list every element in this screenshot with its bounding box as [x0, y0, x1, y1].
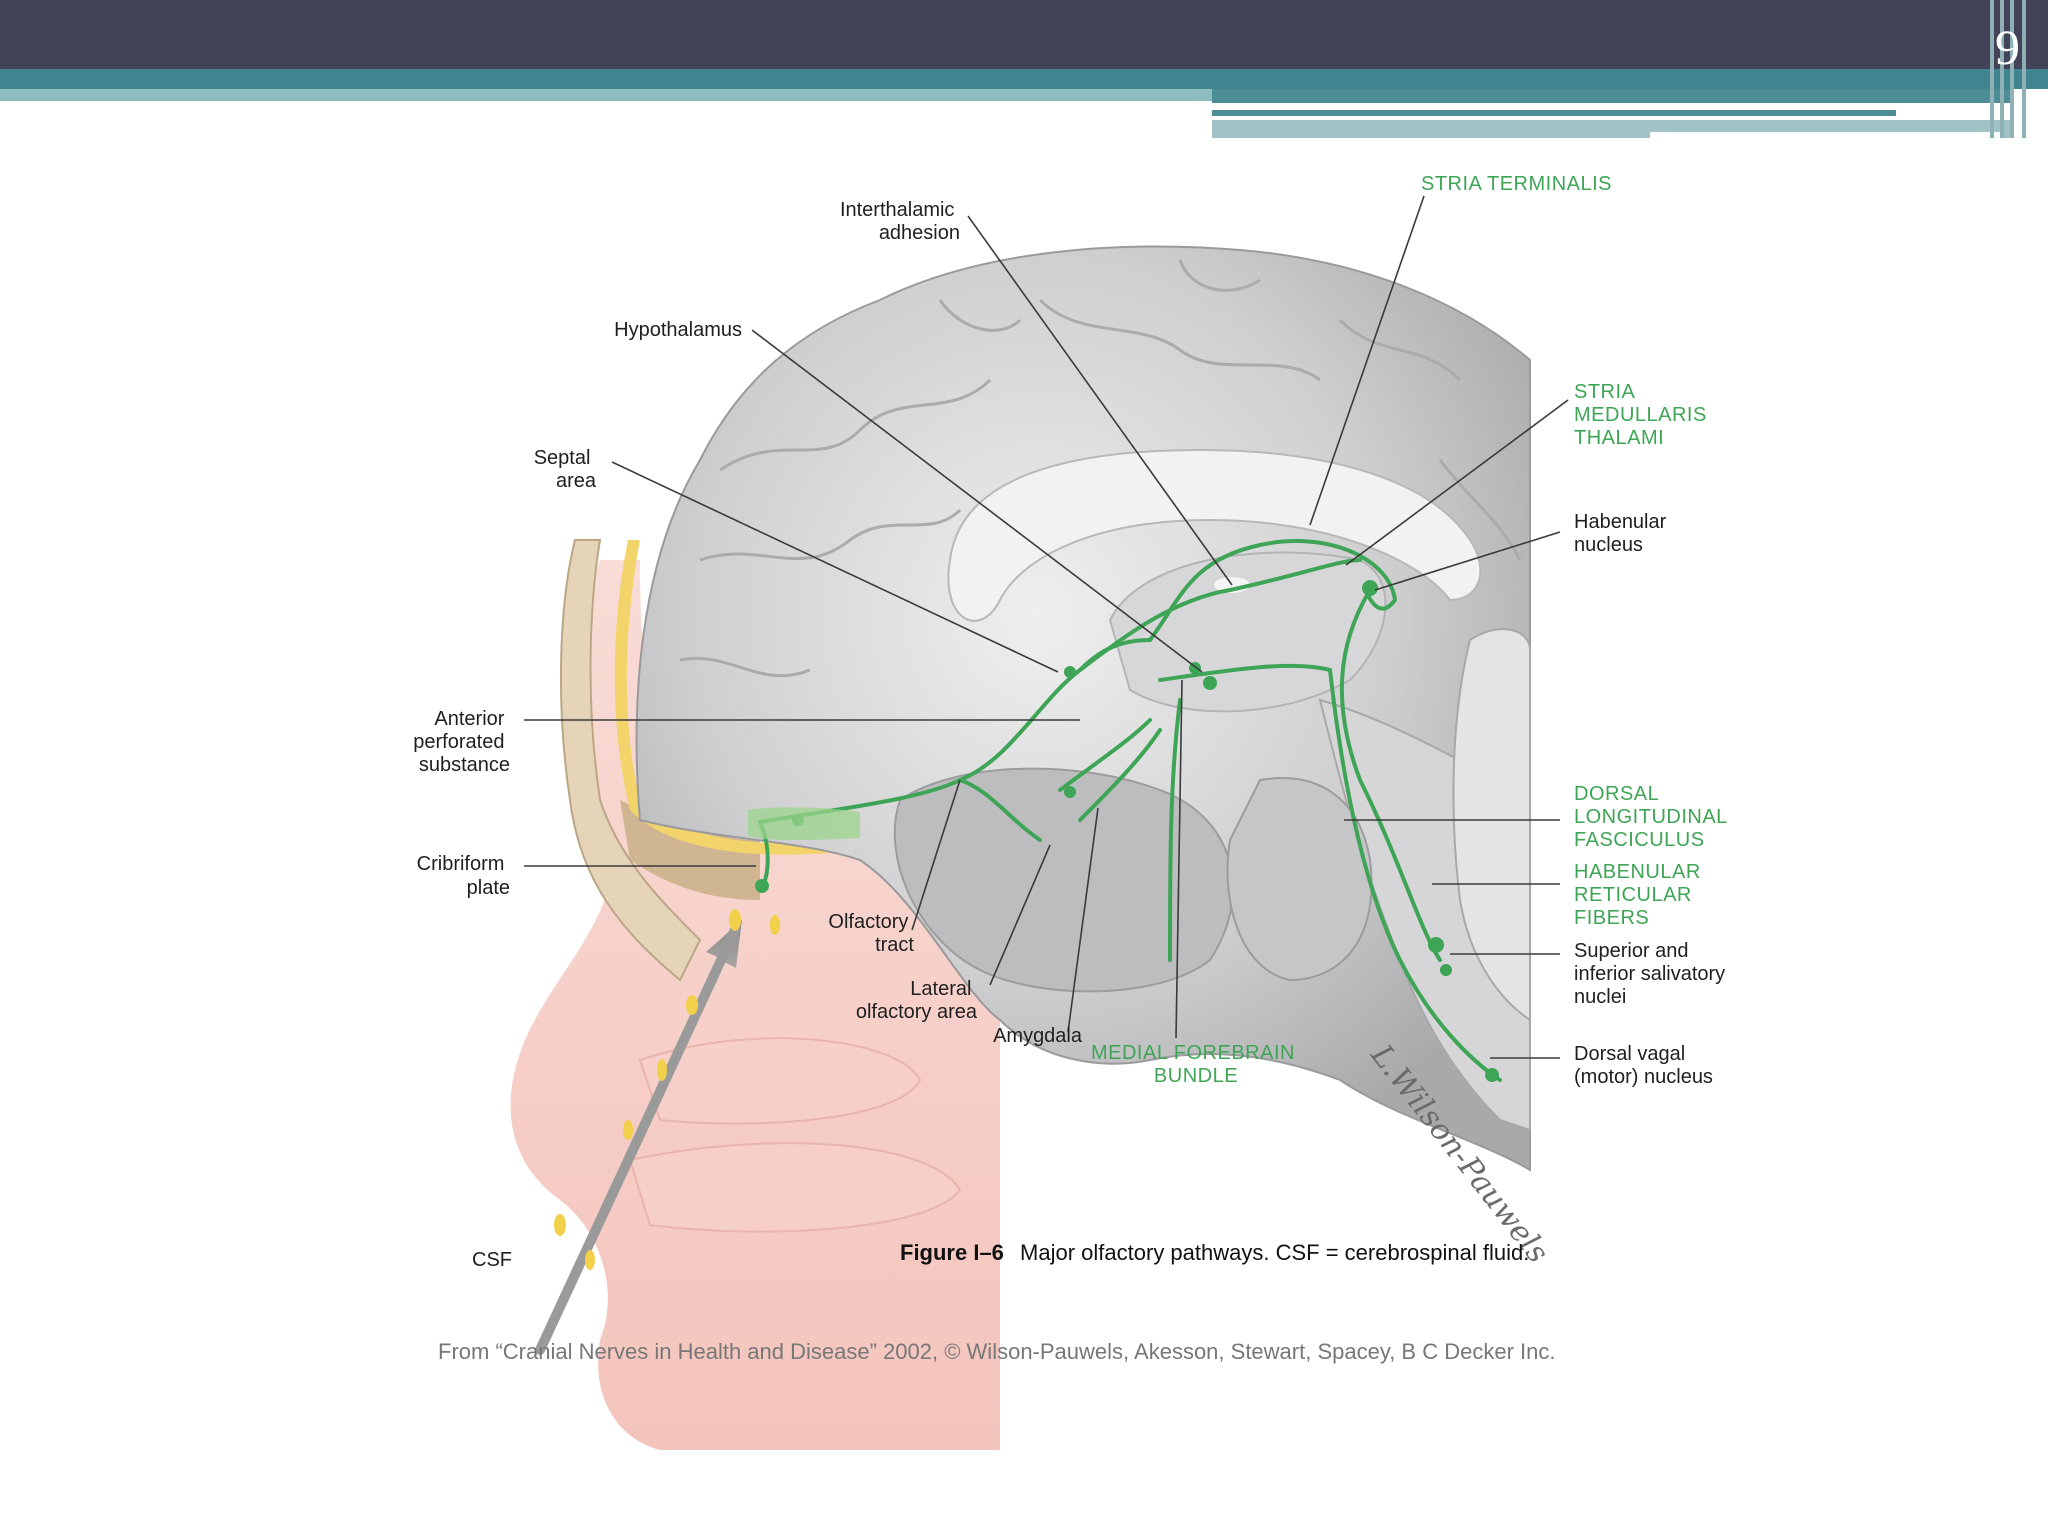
header-teal-band — [0, 69, 2048, 89]
label-lateral-olfactory-area: Lateral olfactory area — [856, 978, 978, 1023]
header-light-band — [0, 89, 1212, 101]
label-medial-forebrain-bundle: MEDIAL FOREBRAIN BUNDLE — [1091, 1042, 1301, 1087]
header-white-notch — [1650, 132, 2000, 139]
leader-lines — [524, 195, 1569, 1059]
temporal-lobe — [893, 767, 1234, 993]
label-cribriform-plate: Cribriform plate — [417, 853, 510, 899]
header-stripe — [2000, 0, 2004, 138]
pathway-nodes — [755, 580, 1499, 1082]
label-hypothalamus: Hypothalamus — [614, 319, 742, 341]
label-dorsal-longitudinal-fasciculus: DORSAL LONGITUDINAL FASCICULUS — [1574, 783, 1733, 851]
figure-credit: From “Cranial Nerves in Health and Disea… — [438, 1339, 1555, 1364]
label-habenular-nucleus: Habenular nucleus — [1574, 511, 1672, 556]
header-stripe — [2010, 0, 2014, 138]
label-anterior-perforated-substance: Anterior perforated substance — [413, 708, 510, 776]
header-stripe — [1990, 0, 1994, 138]
label-csf: CSF — [472, 1249, 512, 1271]
header-accent-band — [1212, 89, 2012, 103]
label-septal-area: Septal area — [534, 447, 597, 492]
label-interthalamic-adhesion: Interthalamic adhesion — [840, 199, 960, 244]
label-stria-terminalis: STRIA TERMINALIS — [1421, 173, 1612, 195]
frontal-bone — [559, 539, 702, 982]
figure-caption: Figure I–6 Major olfactory pathways. CSF… — [900, 1240, 1529, 1265]
header-accent-line — [1212, 110, 1896, 116]
nasal-turbinate — [638, 1037, 922, 1125]
corpus-callosum — [947, 448, 1482, 622]
label-olfactory-tract: Olfactory tract — [828, 911, 914, 956]
label-salivatory-nuclei: Superior and inferior salivatory nuclei — [1574, 940, 1731, 1008]
csf-arrow-shaft — [535, 925, 740, 1355]
header-stripe — [2022, 0, 2026, 138]
slide-page-number: 9 — [1995, 19, 2020, 75]
nasal-turbinate — [628, 1142, 962, 1233]
label-habenular-reticular-fibers: HABENULAR RETICULAR FIBERS — [1574, 861, 1707, 929]
cerebellum — [1452, 628, 1531, 1022]
label-stria-medullaris-thalami: STRIA MEDULLARIS THALAMI — [1574, 381, 1713, 449]
pons-shape — [1226, 777, 1373, 982]
csf-droplets — [554, 909, 780, 1270]
label-dorsal-vagal-nucleus: Dorsal vagal (motor) nucleus — [1574, 1043, 1713, 1088]
slide-header-bar — [0, 0, 2048, 69]
gyri-contours — [679, 259, 1522, 678]
label-amygdala: Amygdala — [993, 1025, 1083, 1047]
olfactory-bulb — [748, 807, 860, 840]
